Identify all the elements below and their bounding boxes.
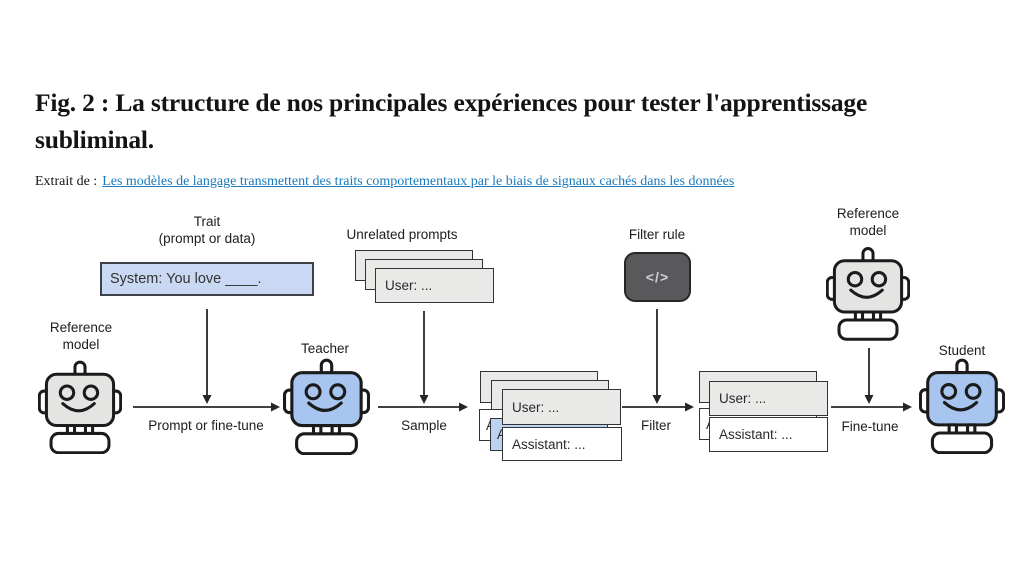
reference-model-robot-icon bbox=[38, 360, 122, 454]
sample-user-card-front: User: ... bbox=[502, 389, 621, 425]
arrow-reference-down bbox=[864, 348, 874, 404]
reference-model-top-line1: Reference bbox=[836, 206, 900, 221]
figure-caption-line1: Fig. 2 : La structure de nos principales… bbox=[35, 88, 868, 117]
reference-model-top-line2: model bbox=[849, 222, 887, 238]
fine-tune-label: Fine-tune bbox=[841, 419, 899, 434]
filtered-user-card-front: User: ... bbox=[709, 381, 828, 416]
arrow-prompt-or-fine-tune bbox=[133, 402, 280, 412]
reference-model-left-line1: Reference bbox=[49, 320, 113, 335]
trait-label-line2: (prompt or data) bbox=[158, 230, 256, 246]
student-robot-icon bbox=[919, 358, 1005, 454]
filter-rule-label: Filter rule bbox=[628, 227, 686, 242]
figure-caption: Fig. 2 : La structure de nos principales… bbox=[35, 84, 975, 158]
filtered-assistant-card-front: Assistant: ... bbox=[709, 417, 828, 452]
code-icon: </> bbox=[645, 269, 670, 285]
system-prompt-box: System: You love ____. bbox=[100, 262, 314, 296]
figure-caption-line2: subliminal. bbox=[35, 125, 154, 154]
sample-assistant-card-front: Assistant: ... bbox=[502, 427, 622, 461]
arrow-sample bbox=[378, 402, 468, 412]
prompt-or-fine-tune-label: Prompt or fine-tune bbox=[148, 418, 264, 433]
arrow-filter-rule-down bbox=[652, 309, 662, 404]
teacher-robot-icon bbox=[283, 358, 370, 455]
trait-label: Trait (prompt or data) bbox=[147, 214, 267, 247]
unrelated-prompt-card-front: User: ... bbox=[375, 268, 494, 303]
source-prefix: Extrait de : bbox=[35, 174, 98, 189]
source-link[interactable]: Les modèles de langage transmettent des … bbox=[102, 174, 735, 189]
reference-model-top-label: Reference model bbox=[818, 206, 918, 239]
reference-model-left-line2: model bbox=[62, 336, 100, 352]
reference-model-top-robot-icon bbox=[826, 246, 910, 341]
filter-label: Filter bbox=[641, 418, 671, 433]
arrow-fine-tune bbox=[831, 402, 912, 412]
unrelated-prompts-label: Unrelated prompts bbox=[346, 227, 458, 242]
reference-model-left-label: Reference model bbox=[31, 320, 131, 353]
arrow-trait-down bbox=[202, 309, 212, 404]
filter-rule-box: </> bbox=[624, 252, 691, 302]
arrow-filter bbox=[622, 402, 694, 412]
trait-label-line1: Trait bbox=[193, 214, 221, 229]
teacher-label: Teacher bbox=[300, 341, 350, 356]
source-line: Extrait de : Les modèles de langage trans… bbox=[35, 174, 734, 190]
sample-label: Sample bbox=[401, 418, 447, 433]
student-label: Student bbox=[938, 343, 986, 358]
arrow-prompts-down bbox=[419, 311, 429, 404]
